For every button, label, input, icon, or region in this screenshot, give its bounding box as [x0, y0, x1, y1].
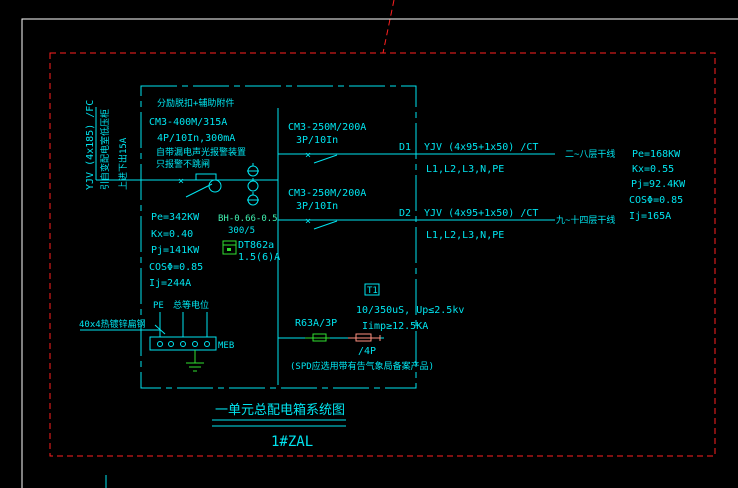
meter-icon	[222, 240, 237, 255]
spd-fuse: R63A/3P	[295, 318, 337, 329]
load-right-cos: COSΦ=0.85	[629, 195, 683, 206]
ground-strip: 40x4热镀锌扁钢	[79, 318, 146, 330]
spd-wave: 10/350uS, Up≤2.5kv	[356, 305, 464, 316]
meter-model: DT862a	[238, 240, 274, 251]
n-label: 总等电位	[173, 299, 209, 311]
load-left-pe: Pe=342KW	[151, 212, 200, 223]
spd-fuse-icon	[312, 333, 327, 342]
ground-icon	[186, 362, 204, 372]
load-right-kx: Kx=0.55	[632, 164, 674, 175]
d1-phases: L1,L2,L3,N,PE	[426, 164, 504, 175]
main-breaker-spec: 4P/10In,300mA	[157, 133, 235, 144]
d2-breaker: CM3-250M/200A	[288, 188, 366, 199]
d1-breaker: CM3-250M/200A	[288, 122, 366, 133]
sheet-border	[21, 18, 738, 488]
d2-phases: L1,L2,L3,N,PE	[426, 230, 504, 241]
ct-model: BH-0.66-0.5	[218, 214, 278, 224]
ct-icon	[247, 163, 259, 206]
breaker-x-mark: ×	[178, 176, 184, 187]
d2-id: D2	[399, 208, 411, 219]
d2-cable: YJV (4x95+1x50) /CT	[424, 208, 538, 219]
load-left-kx: Kx=0.40	[151, 229, 193, 240]
d1-cable: YJV (4x95+1x50) /CT	[424, 142, 538, 153]
incoming-cable: YJV (4x185) /FC	[85, 100, 96, 190]
load-left-ij: Ij=244A	[149, 278, 191, 289]
incoming-note-2: 上进下出15A	[117, 137, 129, 190]
load-left-pj: Pj=141KW	[151, 245, 200, 256]
main-breaker-note-2: 只报警不跳闸	[156, 158, 210, 170]
viewport-leader	[382, 0, 395, 54]
main-breaker-model: CM3-400M/315A	[149, 117, 227, 128]
spd-class-box	[364, 283, 380, 296]
d2-dest: 九~十四层干线	[556, 214, 615, 226]
spd-class: T1	[367, 286, 378, 296]
main-breaker-label: 分励脱扣+辅助附件	[157, 97, 234, 109]
spd-imp: Iimp≥12.5KA	[362, 321, 428, 332]
main-breaker-switch[interactable]	[185, 183, 213, 198]
meter-rating: 1.5(6)A	[238, 252, 280, 263]
box-id: 1#ZAL	[271, 434, 313, 450]
panel-enclosure	[140, 85, 417, 389]
drawing-title: 一单元总配电箱系统图	[215, 402, 345, 418]
meb-terminals	[157, 341, 210, 347]
load-right-pe: Pe=168KW	[632, 149, 681, 160]
d1-dest: 二~八层干线	[565, 148, 615, 160]
meb-terminal-bar	[149, 336, 217, 351]
ct-ratio: 300/5	[228, 226, 255, 236]
pe-label: PE	[153, 301, 164, 311]
spd-icon	[355, 333, 372, 342]
circuit-d1-switch[interactable]	[313, 154, 338, 164]
d1-poles: 3P/10In	[296, 135, 338, 146]
spd-note: (SPD应选用带有告气象局备案产品)	[290, 360, 434, 372]
load-right-pj: Pj=92.4KW	[631, 179, 686, 190]
load-left-cos: COSΦ=0.85	[149, 262, 203, 273]
d2-poles: 3P/10In	[296, 201, 338, 212]
circuit-d1-x: ×	[305, 150, 311, 161]
d1-id: D1	[399, 142, 411, 153]
meb-label: MEB	[218, 341, 234, 351]
viewport-frame	[49, 52, 716, 457]
shunt-trip-link	[195, 173, 217, 180]
load-right-ij: Ij=165A	[629, 211, 671, 222]
leakage-sensor-icon	[208, 179, 222, 193]
circuit-d2-switch[interactable]	[313, 220, 338, 230]
incoming-note-1: 引自变配电室低压柜	[99, 109, 111, 190]
spd-poles: /4P	[358, 346, 376, 357]
circuit-d2-x: ×	[305, 216, 311, 227]
main-breaker-note-1: 自带漏电声光报警装置	[156, 146, 246, 158]
